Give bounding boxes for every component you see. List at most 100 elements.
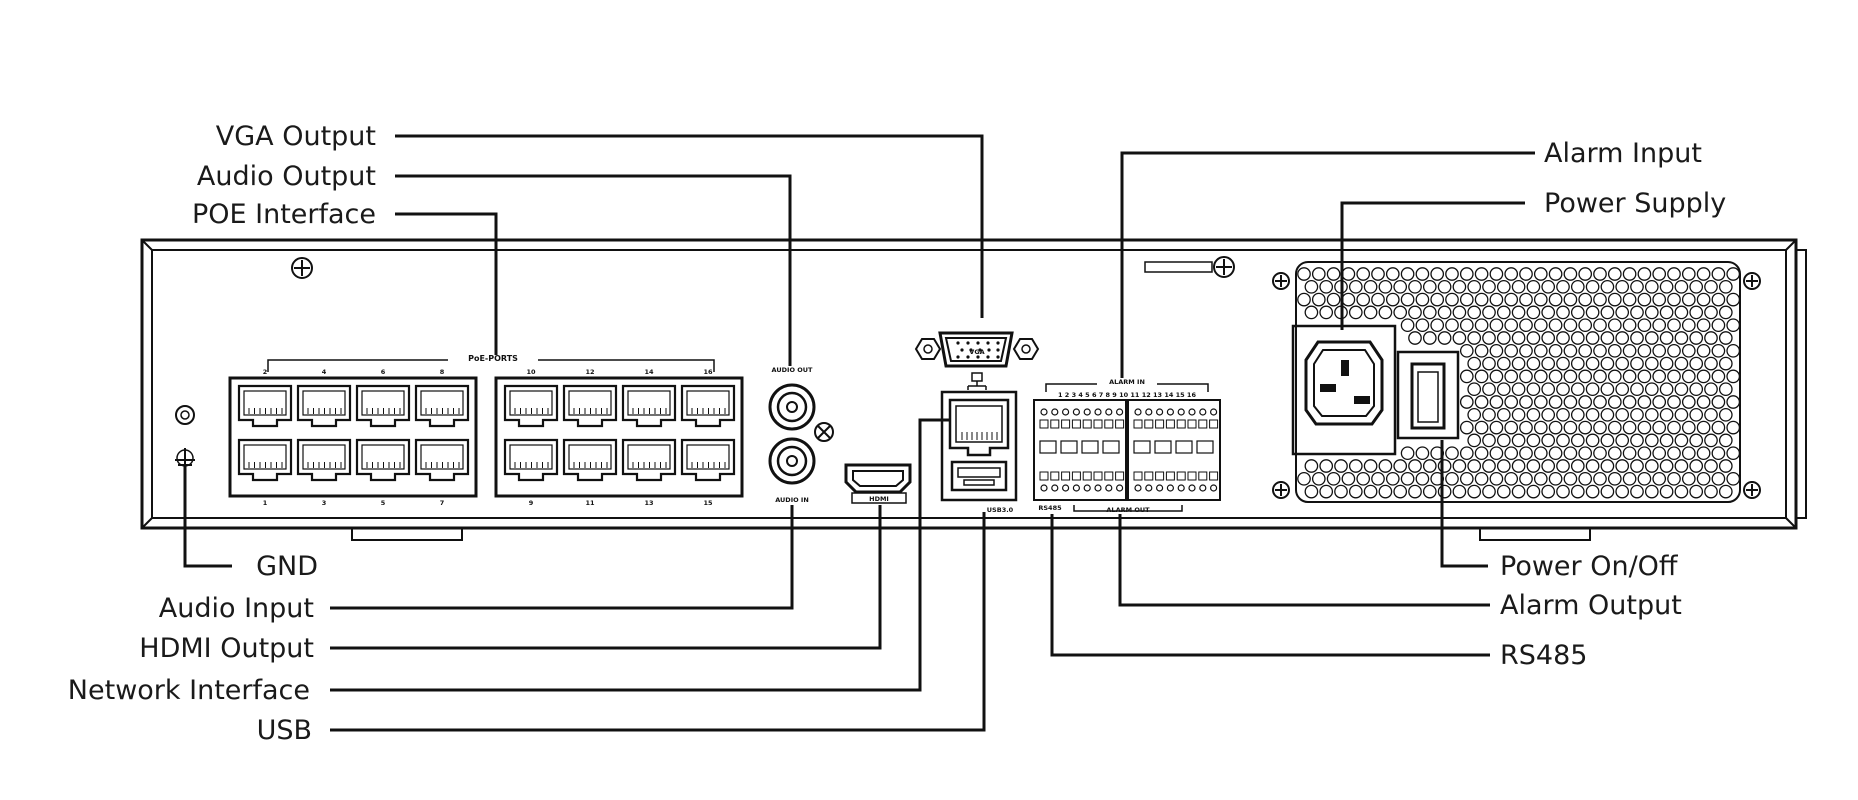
poe-port[interactable] xyxy=(680,384,736,428)
screw-icon xyxy=(1012,338,1040,360)
poe-port[interactable] xyxy=(355,384,411,428)
poe-port-number: 1 xyxy=(263,499,268,507)
screw-icon xyxy=(291,257,313,279)
poe-port[interactable] xyxy=(414,438,470,482)
leader-network xyxy=(330,418,950,692)
leader-audio-input xyxy=(330,505,794,610)
poe-port[interactable] xyxy=(562,384,618,428)
poe-port-number: 9 xyxy=(529,499,534,507)
poe-port-number: 4 xyxy=(322,368,327,376)
rs485-label: RS485 xyxy=(1038,504,1062,512)
screw-icon xyxy=(914,338,942,360)
poe-port-number: 13 xyxy=(644,499,653,507)
label-gnd: GND xyxy=(256,551,318,582)
leader-lines xyxy=(183,134,1535,732)
leader-alarm-input xyxy=(1120,151,1535,378)
alarm-in-numbers: 1 2 3 4 5 6 7 8 9 10 11 12 13 14 15 16 xyxy=(1058,391,1196,399)
poe-port-number: 3 xyxy=(322,499,327,507)
power-supply-unit xyxy=(1291,261,1741,503)
label-hdmi-output: HDMI Output xyxy=(139,633,314,664)
leader-power-supply xyxy=(1340,201,1525,330)
audio-connectors: AUDIO OUT AUDIO IN xyxy=(768,366,834,504)
leader-poe xyxy=(395,212,498,355)
poe-port-number: 6 xyxy=(381,368,386,376)
alarm-terminal-block: ALARM IN 1 2 3 4 5 6 7 8 9 10 11 12 13 1… xyxy=(1033,376,1221,514)
poe-port[interactable] xyxy=(621,438,677,482)
poe-port[interactable] xyxy=(237,438,293,482)
screw-icon xyxy=(1272,481,1290,499)
audio-out-label: AUDIO OUT xyxy=(772,366,814,374)
usb-label: USB3.0 xyxy=(987,506,1014,514)
poe-port[interactable] xyxy=(503,384,559,428)
hdmi-port[interactable]: HDMI xyxy=(844,463,912,504)
label-poe-interface: POE Interface xyxy=(192,199,376,230)
audio-in-label: AUDIO IN xyxy=(775,496,809,504)
poe-port[interactable] xyxy=(296,384,352,428)
usb-port[interactable] xyxy=(950,460,1008,492)
power-supply-inlet[interactable] xyxy=(1291,324,1397,456)
audio-out-jack[interactable] xyxy=(768,383,816,431)
poe-port-number: 5 xyxy=(381,499,386,507)
poe-port[interactable] xyxy=(296,438,352,482)
label-alarm-input: Alarm Input xyxy=(1544,138,1702,169)
poe-port-number: 10 xyxy=(526,368,536,376)
screw-icons xyxy=(291,256,1761,499)
label-usb: USB xyxy=(257,715,312,746)
poe-port-number: 14 xyxy=(644,368,654,376)
poe-port[interactable] xyxy=(355,438,411,482)
label-network-interface: Network Interface xyxy=(68,675,310,706)
poe-port[interactable] xyxy=(562,438,618,482)
alarm-out-label: ALARM OUT xyxy=(1106,506,1150,514)
network-usb-block: USB3.0 xyxy=(940,372,1018,514)
leader-power-switch xyxy=(1440,440,1488,568)
poe-port[interactable] xyxy=(621,384,677,428)
network-interface-port[interactable] xyxy=(948,398,1010,457)
leader-rs485 xyxy=(1050,514,1490,657)
poe-port-number: 15 xyxy=(703,499,713,507)
poe-port-groups xyxy=(228,376,744,498)
label-rs485: RS485 xyxy=(1500,640,1587,671)
audio-in-jack[interactable] xyxy=(768,437,816,485)
leader-alarm-output xyxy=(1118,514,1490,607)
power-switch[interactable] xyxy=(1396,350,1460,440)
poe-port-number: 7 xyxy=(440,499,445,507)
leader-hdmi xyxy=(330,505,882,650)
callout-labels: VGA Output Audio Output POE Interface Al… xyxy=(68,121,1726,746)
label-power-onoff: Power On/Off xyxy=(1500,551,1679,582)
vga-port[interactable]: VGA xyxy=(914,331,1040,368)
hdmi-label: HDMI xyxy=(869,495,889,503)
leader-usb xyxy=(330,512,986,732)
screw-icon xyxy=(1743,481,1761,499)
screw-icon xyxy=(1272,272,1290,290)
leader-vga xyxy=(395,134,984,318)
poe-port-number: 11 xyxy=(585,499,595,507)
vga-label: VGA xyxy=(969,348,984,356)
screw-icon xyxy=(814,422,834,442)
poe-port[interactable] xyxy=(503,438,559,482)
label-alarm-output: Alarm Output xyxy=(1500,590,1682,621)
ground-icon xyxy=(175,448,195,467)
screw-icon xyxy=(1213,256,1235,278)
label-vga-output: VGA Output xyxy=(216,121,376,152)
label-power-supply: Power Supply xyxy=(1544,188,1726,219)
gnd-terminal xyxy=(175,405,195,467)
label-audio-input: Audio Input xyxy=(159,593,314,624)
poe-ports-title: PoE-PORTS xyxy=(468,354,518,363)
label-audio-output: Audio Output xyxy=(197,161,376,192)
leader-gnd xyxy=(183,466,232,568)
poe-port-number: 12 xyxy=(585,368,594,376)
vga-pins xyxy=(956,341,1000,359)
alarm-in-label: ALARM IN xyxy=(1109,378,1145,386)
poe-port[interactable] xyxy=(237,384,293,428)
poe-port-number: 2 xyxy=(263,368,268,376)
poe-port[interactable] xyxy=(680,438,736,482)
nvr-chassis xyxy=(140,238,1807,541)
ventilation-grille xyxy=(1297,267,1741,499)
poe-port-number: 8 xyxy=(440,368,445,376)
poe-port[interactable] xyxy=(414,384,470,428)
